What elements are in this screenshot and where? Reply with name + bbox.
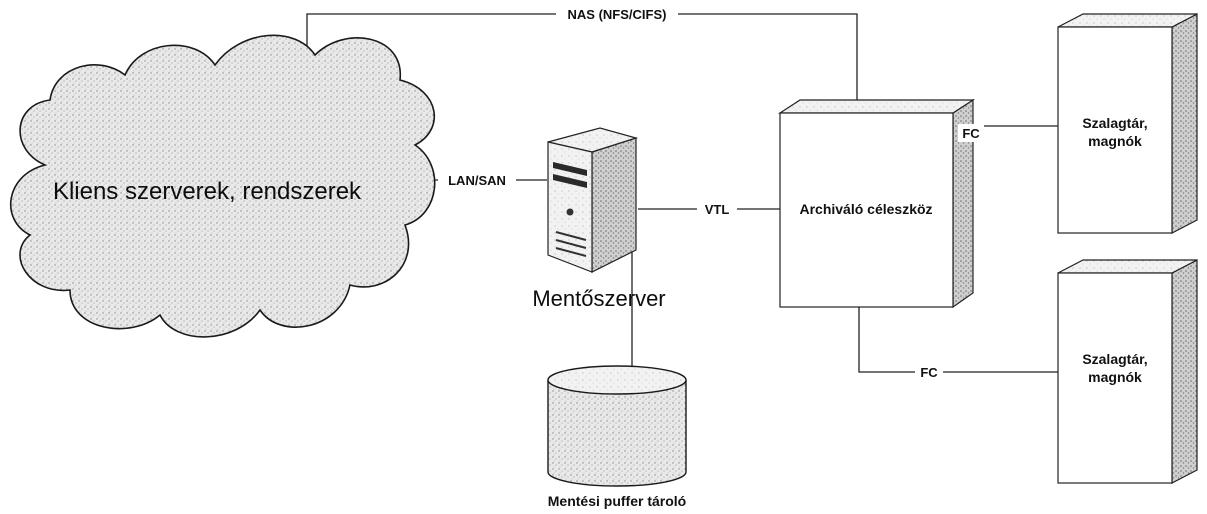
tape-library-1: Szalagtár, magnók <box>1057 13 1198 234</box>
tape1-top-face <box>1057 13 1198 28</box>
tape1-right-face <box>1171 13 1198 234</box>
server-power-button <box>566 208 574 216</box>
cloud-label: Kliens szerverek, rendszerek <box>53 178 362 205</box>
server-vent <box>555 231 587 241</box>
nas-label: NAS (NFS/CIFS) <box>568 7 667 22</box>
lan-san-label-group: LAN/SAN <box>438 171 516 189</box>
backup-server: Mentőszerver <box>532 127 666 311</box>
fc-top-label: FC <box>962 126 980 141</box>
cylinder-body <box>547 380 687 487</box>
tape1-front-face <box>1057 26 1173 234</box>
server-side-face <box>591 137 637 273</box>
cloud-shape <box>9 34 436 338</box>
tape2-label-line1: Szalagtár, <box>1082 351 1147 367</box>
vtl-label-group: VTL <box>697 200 737 218</box>
tape1-label-line2: magnók <box>1088 133 1142 149</box>
fc-top-label-group: FC <box>958 124 984 142</box>
archive-front-face <box>779 112 954 308</box>
fc-bottom-label: FC <box>920 365 938 380</box>
lan-san-label: LAN/SAN <box>448 173 506 188</box>
tape2-top-face <box>1057 259 1198 274</box>
vtl-label: VTL <box>705 202 730 217</box>
clients-cloud: Kliens szerverek, rendszerek <box>9 34 436 338</box>
tape2-front-face <box>1057 272 1173 484</box>
server-vent <box>555 247 587 257</box>
fc-bottom-connection-line <box>858 307 1058 373</box>
archive-top-face <box>777 99 976 114</box>
tape1-label-line1: Szalagtár, <box>1082 115 1147 131</box>
server-label: Mentőszerver <box>532 286 665 311</box>
fc-bottom-label-group: FC <box>915 363 943 381</box>
tape2-label-line2: magnók <box>1088 369 1142 385</box>
buffer-storage: Mentési puffer tároló <box>547 365 687 509</box>
cylinder-top <box>547 365 687 395</box>
server-drive-bay <box>553 174 587 188</box>
archive-device: Archiváló céleszköz <box>777 98 976 309</box>
server-vent <box>555 239 587 249</box>
nas-label-group: NAS (NFS/CIFS) <box>556 5 678 23</box>
archive-label: Archiváló céleszköz <box>799 201 932 217</box>
buffer-label: Mentési puffer tároló <box>548 493 686 509</box>
server-drive-bay <box>553 162 587 176</box>
tape2-right-face <box>1171 259 1198 484</box>
tape-library-2: Szalagtár, magnók <box>1057 259 1198 484</box>
